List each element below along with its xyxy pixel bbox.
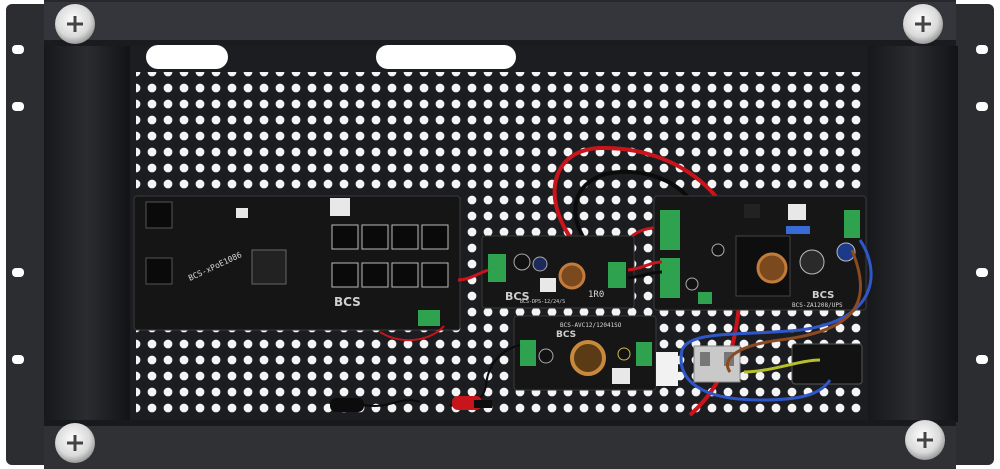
ear-slot bbox=[976, 102, 988, 111]
converter-bottom-model: BCS-AVC12/12041SO bbox=[560, 322, 622, 329]
converter-bottom-brand: BCS bbox=[556, 330, 576, 340]
capacitor bbox=[538, 348, 554, 364]
capacitor bbox=[532, 256, 548, 272]
converter-top-model: BCS-DPS-12/24/S bbox=[520, 299, 565, 305]
capacitor bbox=[685, 277, 699, 291]
capacitor bbox=[617, 347, 631, 361]
capacitor bbox=[513, 253, 531, 271]
top-rail bbox=[44, 2, 956, 44]
ear-slot bbox=[976, 355, 988, 364]
left-side-wall bbox=[44, 46, 130, 422]
inductor-coil bbox=[558, 262, 586, 290]
converter-top-brand: BCS bbox=[505, 290, 530, 303]
bottom-rail bbox=[44, 420, 956, 469]
poe-switch-board: BCS-xPoE1086 BCS bbox=[133, 195, 461, 331]
converter-top-code: 1R0 bbox=[588, 290, 604, 300]
rj45-port-grid bbox=[331, 224, 449, 288]
ear-slot bbox=[12, 102, 24, 111]
inductor-coil bbox=[756, 252, 788, 284]
uplink-port bbox=[145, 257, 173, 285]
dc-converter-bottom: BCS-AVC12/12041SO BCS bbox=[513, 315, 657, 391]
capacitor bbox=[711, 243, 725, 257]
ear-slot bbox=[976, 268, 988, 277]
poe-switch-brand-label: BCS bbox=[334, 295, 361, 309]
mains-wires bbox=[679, 239, 873, 402]
ear-slot bbox=[12, 355, 24, 364]
ear-slot bbox=[12, 45, 24, 54]
ear-slot bbox=[12, 268, 24, 277]
panel-slot bbox=[146, 45, 228, 69]
panel-slot bbox=[376, 45, 516, 69]
ups-model: BCS-ZA1208/UPS bbox=[792, 302, 843, 309]
ear-slot bbox=[976, 45, 988, 54]
capacitor bbox=[799, 249, 825, 275]
right-side-wall bbox=[868, 46, 958, 422]
mains-terminal-block bbox=[693, 343, 863, 385]
screw-icon bbox=[905, 420, 945, 460]
panel-marker bbox=[656, 352, 678, 386]
capacitor bbox=[836, 242, 856, 262]
screw-icon bbox=[903, 4, 943, 44]
screw-icon bbox=[55, 423, 95, 463]
dc-barrel-plug bbox=[452, 396, 492, 410]
screw-icon bbox=[55, 4, 95, 44]
dc-converter-top: 1R0 BCS BCS-DPS-12/24/S bbox=[481, 235, 635, 309]
uplink-port bbox=[145, 201, 173, 229]
ups-brand: BCS bbox=[812, 290, 834, 301]
toroid-coil bbox=[570, 340, 606, 376]
ups-power-board: BCS BCS-ZA1208/UPS bbox=[653, 195, 867, 311]
dc-barrel-plug bbox=[330, 398, 421, 412]
main-chip bbox=[251, 249, 287, 285]
